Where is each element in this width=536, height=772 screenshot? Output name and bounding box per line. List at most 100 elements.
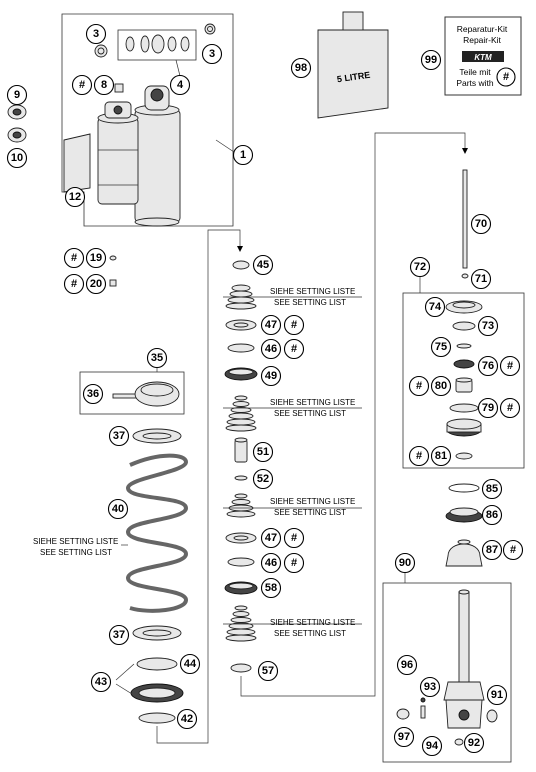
svg-text:SIEHE SETTING LISTE: SIEHE SETTING LISTE [270, 497, 355, 506]
svg-text:94: 94 [426, 740, 439, 752]
svg-text:96: 96 [401, 659, 413, 671]
callout-40: 40 [107, 498, 129, 520]
svg-text:3: 3 [93, 28, 99, 40]
nut-tiny [109, 279, 117, 287]
svg-text:Reparatur-Kit: Reparatur-Kit [457, 24, 508, 34]
seal-part-76 [453, 359, 475, 369]
callout-90: 90 [394, 552, 416, 574]
callout-57: 57 [257, 660, 279, 682]
setting-note-1: SIEHE SETTING LISTE SEE SETTING LIST [270, 287, 355, 307]
callout-86: 86 [481, 504, 503, 526]
svg-text:40: 40 [112, 503, 124, 515]
callout-hash-46a: # [283, 338, 305, 360]
callout-79: 79 [477, 397, 499, 419]
circlip-part-85 [448, 483, 480, 493]
svg-text:4: 4 [177, 79, 184, 91]
housing-part [446, 418, 482, 437]
svg-text:97: 97 [398, 731, 410, 743]
svg-text:87: 87 [486, 544, 498, 556]
callout-9: 9 [6, 84, 28, 106]
bearing-part-9 [7, 104, 27, 120]
callout-hash-81: # [408, 445, 430, 467]
callout-hash-repair-kit: # [496, 67, 516, 87]
washer-47a [225, 319, 257, 331]
callout-hash-79: # [499, 397, 521, 419]
nut-part-57 [230, 663, 252, 673]
svg-text:90: 90 [399, 557, 411, 569]
svg-text:81: 81 [435, 450, 447, 462]
callout-37a: 37 [108, 425, 130, 447]
callout-10: 10 [6, 147, 28, 169]
callout-49: 49 [260, 365, 282, 387]
oil-canister [317, 11, 389, 119]
svg-text:#: # [507, 402, 513, 414]
brand-logo [462, 51, 504, 62]
shock-absorber-body [97, 85, 181, 227]
spring-retainer-frame [79, 371, 185, 415]
callout-80: 80 [430, 375, 452, 397]
svg-text:47: 47 [265, 532, 277, 544]
callout-91: 91 [486, 684, 508, 706]
svg-text:79: 79 [482, 402, 494, 414]
svg-text:#: # [291, 319, 297, 331]
svg-text:#: # [71, 278, 77, 290]
svg-text:47: 47 [265, 319, 277, 331]
svg-text:72: 72 [414, 261, 426, 273]
piston-part-49 [224, 367, 258, 381]
spring-retainer-part [134, 381, 180, 407]
svg-text:SIEHE SETTING LISTE: SIEHE SETTING LISTE [270, 287, 355, 296]
svg-text:#: # [291, 532, 297, 544]
callout-75: 75 [430, 336, 452, 358]
callout-97: 97 [393, 726, 415, 748]
svg-text:49: 49 [265, 370, 277, 382]
callout-37b: 37 [108, 624, 130, 646]
adjuster-screw-part [420, 697, 426, 719]
repair-kit-box [444, 16, 522, 96]
callout-46a: 46 [260, 338, 282, 360]
svg-text:58: 58 [265, 582, 277, 594]
svg-text:#: # [291, 557, 297, 569]
callout-36: 36 [82, 383, 104, 405]
callout-12: 12 [64, 186, 86, 208]
callout-45: 45 [252, 254, 274, 276]
svg-text:71: 71 [475, 273, 487, 285]
svg-text:44: 44 [184, 658, 197, 670]
callout-44: 44 [179, 653, 201, 675]
svg-text:51: 51 [257, 446, 269, 458]
svg-text:#: # [416, 380, 422, 392]
setting-note-2: SIEHE SETTING LISTE SEE SETTING LIST [270, 398, 355, 418]
svg-text:76: 76 [482, 360, 494, 372]
coil-spring [125, 453, 189, 613]
callout-35: 35 [146, 347, 168, 369]
svg-text:SIEHE SETTING LISTE: SIEHE SETTING LISTE [270, 618, 355, 627]
shim-stack-middle [225, 395, 257, 432]
callout-hash-8: # [71, 74, 93, 96]
ring-part-52 [234, 475, 248, 481]
callout-hash-87: # [502, 539, 524, 561]
o-ring-tiny [109, 255, 117, 261]
callout-99: 99 [420, 49, 442, 71]
svg-text:75: 75 [435, 341, 447, 353]
svg-text:3: 3 [209, 48, 215, 60]
svg-text:#: # [416, 450, 422, 462]
setting-note-3: SIEHE SETTING LISTE SEE SETTING LIST [270, 497, 355, 517]
svg-text:Repair-Kit: Repair-Kit [463, 35, 501, 45]
svg-text:KTM: KTM [474, 53, 492, 62]
svg-text:8: 8 [101, 79, 107, 91]
leader-line-1 [215, 139, 235, 153]
setting-note-spring: SIEHE SETTING LISTE SEE SETTING LIST [33, 537, 118, 557]
svg-text:74: 74 [429, 301, 442, 313]
callout-1: 1 [232, 144, 254, 166]
svg-text:#: # [503, 71, 509, 83]
svg-text:80: 80 [435, 380, 447, 392]
cap-part-86 [445, 507, 483, 523]
svg-text:93: 93 [424, 681, 436, 693]
svg-text:12: 12 [69, 191, 81, 203]
bushing-part-right [204, 23, 216, 35]
seal-part-81 [455, 452, 473, 460]
ring-part-79 [449, 403, 479, 413]
callout-92: 92 [463, 732, 485, 754]
svg-text:SEE SETTING LIST: SEE SETTING LIST [274, 409, 346, 418]
callout-hash-76: # [499, 355, 521, 377]
circlip-part-42 [138, 712, 176, 724]
